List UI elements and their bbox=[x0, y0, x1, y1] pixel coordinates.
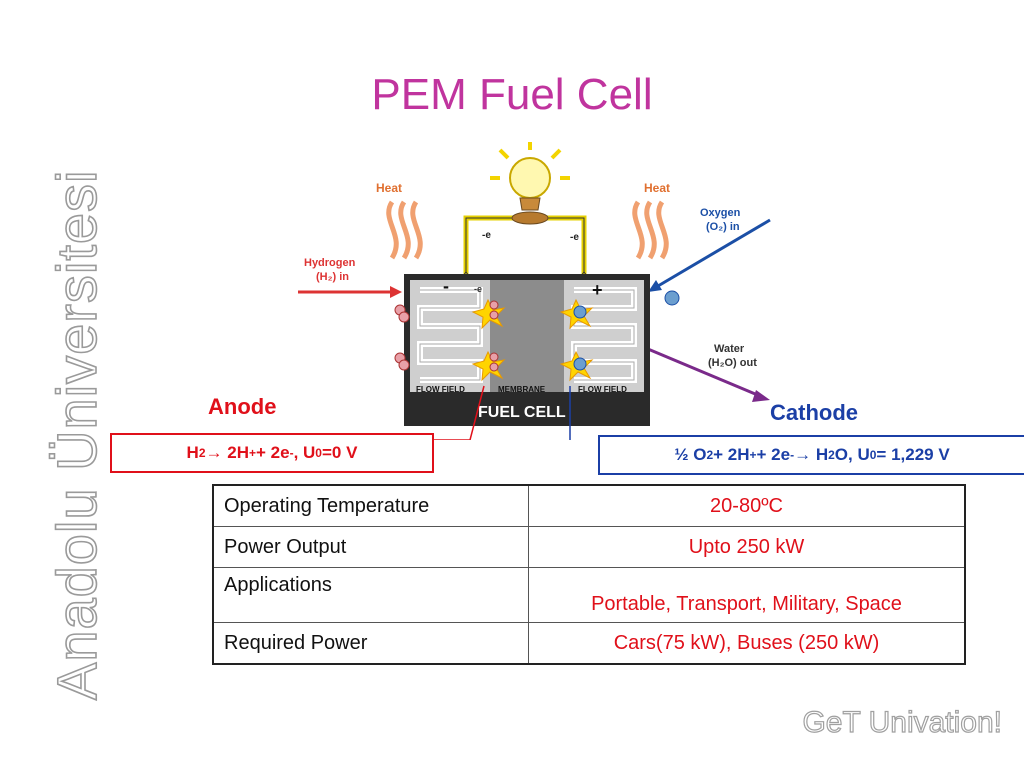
watermark-text: Anadolu Üniversitesi bbox=[45, 170, 108, 700]
oxygen-label-line1: Oxygen bbox=[700, 207, 741, 219]
oxygen-label-line2: (O₂) in bbox=[706, 221, 740, 233]
heat-label-left: Heat bbox=[376, 181, 402, 195]
slide-title: PEM Fuel Cell bbox=[371, 70, 653, 119]
hydrogen-label-line1: Hydrogen bbox=[304, 257, 356, 269]
spec-value: Portable, Transport, Military, Space bbox=[528, 567, 966, 623]
fuel-cell-body bbox=[404, 274, 650, 426]
flow-field-right-label: FLOW FIELD bbox=[578, 385, 627, 394]
heat-label-right: Heat bbox=[644, 181, 670, 195]
spec-value: Upto 250 kW bbox=[528, 526, 966, 568]
heat-waves-right bbox=[632, 200, 669, 260]
table-row: Operating Temperature 20-80ºC bbox=[212, 484, 966, 527]
spec-key: Power Output bbox=[212, 526, 529, 568]
hydrogen-label-line2: (H₂) in bbox=[316, 271, 349, 283]
cathode-callout-line bbox=[569, 386, 571, 440]
watermark-vertical: Anadolu Üniversitesi bbox=[44, 169, 109, 701]
hydrogen-molecules bbox=[394, 300, 499, 372]
light-bulb-icon bbox=[490, 142, 570, 225]
fuel-cell-label: FUEL CELL bbox=[478, 404, 566, 421]
specs-table: Operating Temperature 20-80ºC Power Outp… bbox=[212, 484, 966, 665]
wire-right bbox=[544, 215, 587, 280]
electron-label-inner: -e bbox=[474, 284, 482, 294]
flow-field-left-label: FLOW FIELD bbox=[416, 385, 465, 394]
fuel-cell-diagram: -e -e Heat Heat Hydrogen (H₂) in Oxygen … bbox=[298, 142, 771, 440]
anode-callout-line bbox=[430, 385, 485, 440]
table-row: Required Power Cars(75 kW), Buses (250 k… bbox=[212, 622, 966, 665]
water-label-line1: Water bbox=[714, 343, 745, 355]
table-row: Power Output Upto 250 kW bbox=[212, 526, 966, 568]
cathode-label: Cathode bbox=[770, 400, 858, 425]
oxygen-arrow bbox=[657, 218, 771, 288]
footer-slogan: GeT Univation! bbox=[802, 705, 1003, 739]
footer-text: GeT Univation! bbox=[802, 706, 1002, 739]
heat-waves-left bbox=[386, 200, 423, 260]
oxygen-molecules bbox=[573, 290, 680, 371]
plus-terminal: + bbox=[592, 280, 603, 300]
anode-label: Anode bbox=[208, 394, 277, 419]
water-label-line2: (H₂O) out bbox=[708, 357, 757, 369]
spec-key: Operating Temperature bbox=[212, 484, 529, 527]
spec-key: Required Power bbox=[212, 622, 529, 665]
electron-label-left: -e bbox=[482, 230, 491, 241]
electron-label-right: -e bbox=[570, 232, 579, 243]
table-row: Applications Portable, Transport, Milita… bbox=[212, 567, 966, 623]
spec-value: Cars(75 kW), Buses (250 kW) bbox=[528, 622, 966, 665]
wire-left bbox=[463, 215, 516, 280]
water-arrow bbox=[635, 342, 761, 398]
spec-key: Applications bbox=[212, 567, 529, 623]
spec-value: 20-80ºC bbox=[528, 484, 966, 527]
membrane-label: MEMBRANE bbox=[498, 385, 546, 394]
minus-terminal: - bbox=[443, 276, 449, 296]
